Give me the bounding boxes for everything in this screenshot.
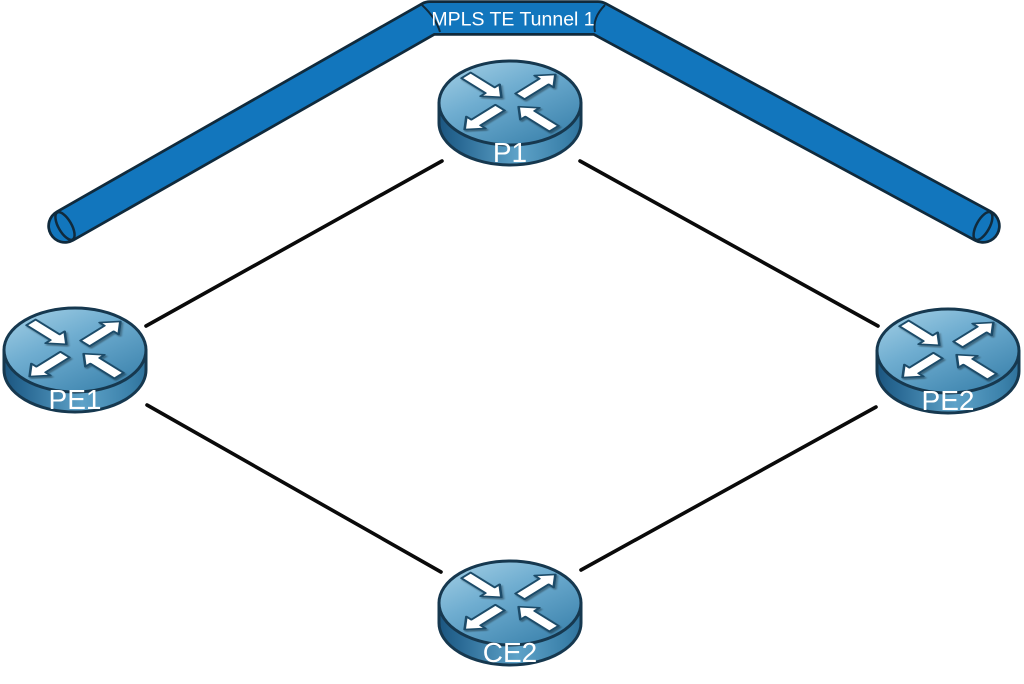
router-node-pe1: PE1: [4, 308, 146, 415]
link-pe1-p1: [144, 159, 444, 328]
link-ce2-pe2: [579, 405, 878, 572]
router-node-p1: P1: [439, 61, 581, 168]
router-node-ce2: CE2: [439, 561, 581, 668]
mpls-te-tunnel: MPLS TE Tunnel 1: [47, 0, 1001, 244]
tunnel-seam-left: [421, 4, 441, 33]
router-label-pe1: PE1: [49, 384, 102, 415]
tunnel-seam-right: [593, 4, 606, 33]
router-label-ce2: CE2: [483, 637, 537, 668]
router-node-pe2: PE2: [877, 309, 1019, 416]
router-label-pe2: PE2: [922, 385, 975, 416]
tunnel-endcap-right: [972, 210, 994, 242]
link-pe1-ce2: [145, 403, 443, 574]
tunnel-endcap-left: [54, 210, 76, 242]
tunnel-label: MPLS TE Tunnel 1: [431, 9, 594, 31]
tunnel-pipe: [50, 3, 998, 241]
link-p1-pe2: [578, 159, 880, 328]
router-label-p1: P1: [493, 137, 527, 168]
links: [144, 159, 880, 574]
